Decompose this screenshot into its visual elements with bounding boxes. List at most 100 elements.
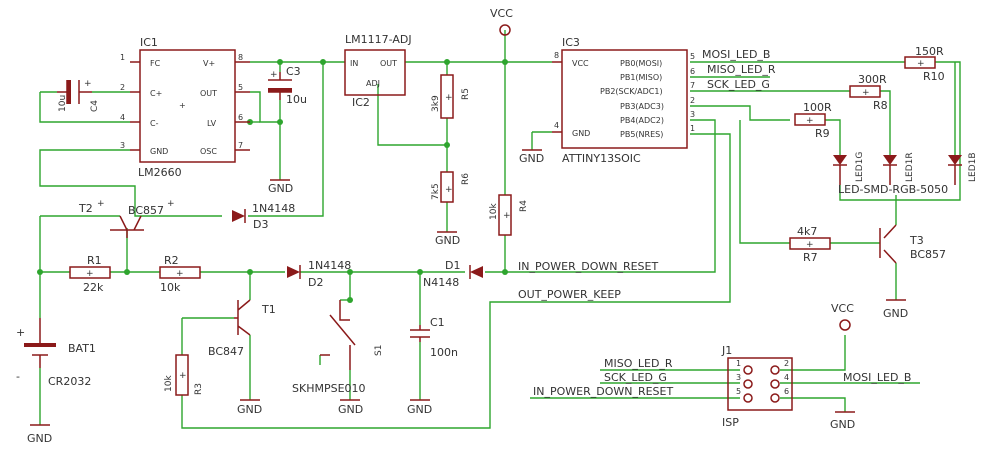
svg-text:PB2(SCK/ADC1): PB2(SCK/ADC1) <box>600 87 663 96</box>
svg-text:+: + <box>97 199 105 209</box>
ic2-part: LM1117-ADJ <box>345 33 412 46</box>
svg-text:OUT: OUT <box>380 59 397 68</box>
svg-text:LV: LV <box>207 119 217 128</box>
svg-text:+: + <box>503 211 511 221</box>
gnd-symbols: GND GND GND GND GND GND GND GND GND <box>27 149 908 445</box>
svg-text:R2: R2 <box>164 254 179 267</box>
svg-text:3: 3 <box>120 141 125 150</box>
svg-text:C3: C3 <box>286 65 301 78</box>
svg-text:7k5: 7k5 <box>431 183 441 200</box>
diode-d3: 1N4148 D3 <box>232 202 295 231</box>
svg-text:S1: S1 <box>374 345 384 356</box>
svg-text:D1: D1 <box>445 259 460 272</box>
svg-text:1: 1 <box>120 53 125 62</box>
transistor-t3: T3 BC857 <box>879 224 946 264</box>
svg-text:BAT1: BAT1 <box>68 342 96 355</box>
svg-text:C4: C4 <box>90 100 100 112</box>
resistor-r10: + 150R R10 <box>904 45 945 83</box>
svg-text:N4148: N4148 <box>423 276 459 289</box>
svg-text:10k: 10k <box>489 203 499 220</box>
svg-text:BC857: BC857 <box>910 248 946 261</box>
diode-d1: D1 N4148 <box>423 259 483 289</box>
resistor-r6: + 7k5 R6 <box>431 171 471 203</box>
gnd-label-c1: GND <box>407 403 432 416</box>
svg-text:+: + <box>806 240 814 250</box>
switch-s1: S1 SKHMPSE010 <box>292 300 384 395</box>
svg-text:+: + <box>270 70 278 80</box>
net-sck-isp: SCK_LED_G <box>604 371 667 384</box>
svg-text:R7: R7 <box>803 251 818 264</box>
svg-text:OSC: OSC <box>200 147 217 156</box>
svg-text:10k: 10k <box>160 281 181 294</box>
svg-text:2: 2 <box>784 359 789 368</box>
svg-text:300R: 300R <box>858 73 887 86</box>
svg-text:2: 2 <box>690 96 695 105</box>
svg-text:C+: C+ <box>150 89 162 98</box>
svg-text:1N4148: 1N4148 <box>308 259 351 272</box>
svg-text:4: 4 <box>554 121 559 130</box>
net-mosi: MOSI_LED_B <box>702 48 770 61</box>
svg-text:100n: 100n <box>430 346 458 359</box>
svg-text:3k9: 3k9 <box>431 95 441 112</box>
net-in-power-down-isp: IN_POWER_DOWN_RESET <box>533 385 673 398</box>
svg-text:BC857: BC857 <box>128 204 164 217</box>
gnd-label-ic3: GND <box>519 152 544 165</box>
svg-text:+: + <box>84 79 92 89</box>
resistor-r4: + 10k R4 <box>489 194 529 236</box>
svg-text:D3: D3 <box>253 218 268 231</box>
svg-text:1N4148: 1N4148 <box>252 202 295 215</box>
resistor-r8: + 300R R8 <box>849 73 888 112</box>
ic3-part: ATTINY13SOIC <box>562 152 641 165</box>
net-out-power-keep: OUT_POWER_KEEP <box>518 288 621 301</box>
svg-text:7: 7 <box>690 81 695 90</box>
svg-text:1: 1 <box>736 359 741 368</box>
led-green: LED1G <box>833 152 865 185</box>
resistor-r9: + 100R R9 <box>794 101 832 140</box>
svg-text:ISP: ISP <box>722 416 739 429</box>
svg-text:PB4(ADC2): PB4(ADC2) <box>620 116 664 125</box>
wires <box>39 30 961 429</box>
gnd-label-c3: GND <box>268 182 293 195</box>
battery-bat1: + - BAT1 CR2032 <box>16 318 96 388</box>
svg-text:5: 5 <box>690 52 695 61</box>
svg-text:V+: V+ <box>203 59 215 68</box>
transistor-t1: T1 BC847 <box>208 299 276 358</box>
svg-text:2: 2 <box>120 83 125 92</box>
svg-text:R5: R5 <box>461 88 471 100</box>
svg-text:1: 1 <box>690 124 695 133</box>
led-part: LED-SMD-RGB-5050 <box>838 183 948 196</box>
gnd-label-t1: GND <box>237 403 262 416</box>
vcc-label-isp: VCC <box>831 302 854 315</box>
svg-text:+: + <box>179 371 187 381</box>
svg-text:7: 7 <box>238 141 243 150</box>
svg-text:+: + <box>16 326 25 339</box>
svg-text:CR2032: CR2032 <box>48 375 91 388</box>
svg-text:R9: R9 <box>815 127 830 140</box>
svg-text:SKHMPSE010: SKHMPSE010 <box>292 382 366 395</box>
svg-text:+: + <box>445 93 453 103</box>
svg-text:5: 5 <box>238 83 243 92</box>
ic2-name: IC2 <box>352 96 370 109</box>
gnd-label-isp: GND <box>830 418 855 431</box>
svg-text:+: + <box>806 116 814 126</box>
svg-text:T3: T3 <box>909 234 924 247</box>
gnd-label-r6: GND <box>435 234 460 247</box>
ic2-lm1117: LM1117-ADJ IC2 IN OUT ADJ <box>344 33 412 109</box>
svg-text:J1: J1 <box>721 344 732 357</box>
svg-text:R10: R10 <box>923 70 945 83</box>
vcc-label: VCC <box>490 7 513 20</box>
svg-text:PB1(MISO): PB1(MISO) <box>620 73 662 82</box>
net-sck: SCK_LED_G <box>707 78 770 91</box>
led-red: LED1R <box>883 152 915 185</box>
net-miso: MISO_LED_R <box>707 63 776 76</box>
svg-text:+: + <box>179 101 186 110</box>
resistor-r3: + 10k R3 <box>164 354 204 396</box>
resistor-r7: + 4k7 R7 <box>789 225 831 264</box>
vcc-symbol-isp: VCC <box>831 302 854 331</box>
svg-text:4: 4 <box>120 113 125 122</box>
svg-text:5: 5 <box>736 387 741 396</box>
svg-text:T2: T2 <box>78 202 93 215</box>
resistor-r2: + R2 10k <box>159 254 201 294</box>
net-labels: MOSI_LED_B MISO_LED_R SCK_LED_G IN_POWER… <box>518 48 911 398</box>
